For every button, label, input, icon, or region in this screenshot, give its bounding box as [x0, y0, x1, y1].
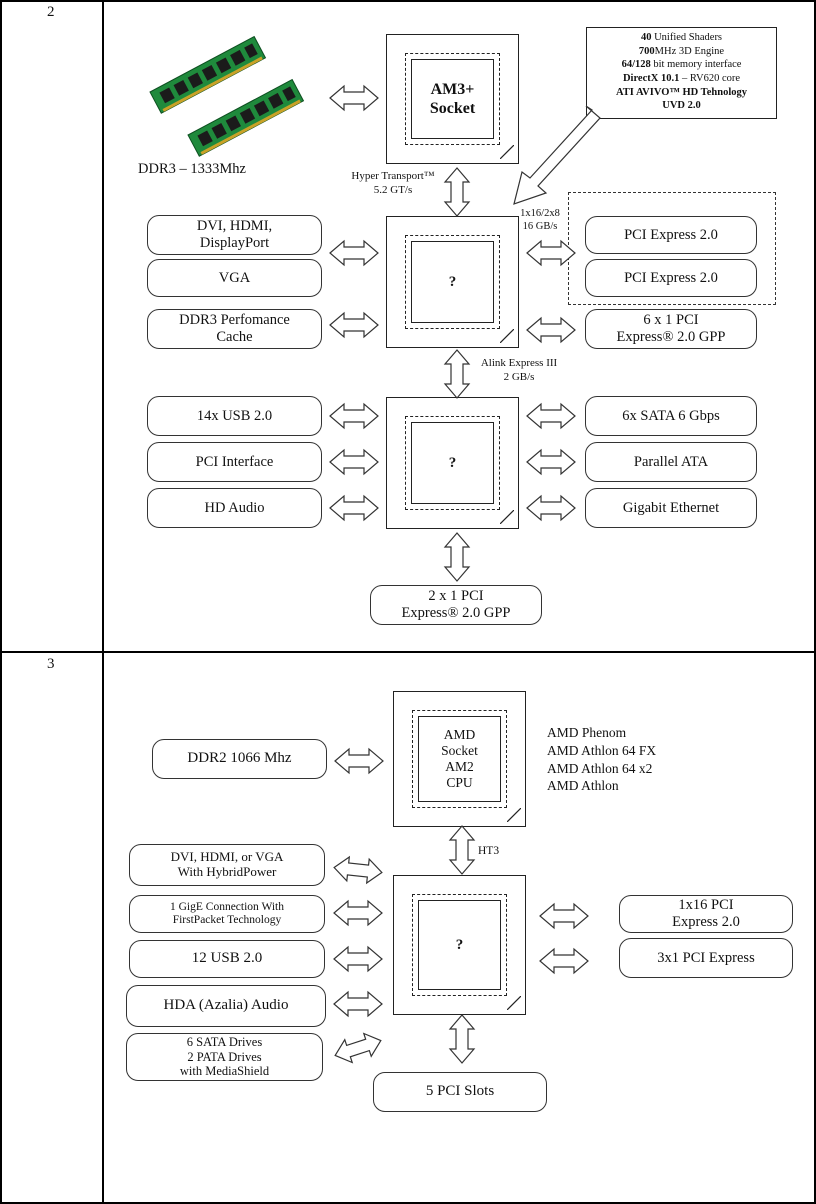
double-arrow-icon [329, 495, 379, 521]
double-arrow-icon [330, 1028, 386, 1068]
gpu-pointer-arrow-icon [513, 105, 601, 205]
double-arrow-icon [526, 317, 576, 343]
cpu-list-item: AMD Athlon 64 x2 [547, 760, 653, 776]
double-arrow-icon [449, 825, 475, 875]
gpu-spec-line: 40 Unified Shaders [640, 32, 723, 43]
double-arrow-icon [329, 403, 379, 429]
ht3-label: HT3 [478, 845, 500, 857]
pcie-gpp-box: 6 x 1 PCI Express® 2.0 GPP [585, 309, 757, 349]
double-arrow-icon [526, 449, 576, 475]
table-border-top [0, 0, 816, 2]
alink-label: Alink Express III 2 GB/s [480, 357, 558, 383]
northbridge-chip: ? [386, 216, 519, 348]
gpu-spec-line: 64/128 bit memory interface [621, 59, 742, 71]
gige-connection-box: 1 GigE Connection With FirstPacket Techn… [129, 895, 325, 933]
chipset-chip: ? [393, 875, 526, 1015]
pcie-x16-box: 1x16 PCI Express 2.0 [619, 895, 793, 933]
double-arrow-icon [526, 495, 576, 521]
double-arrow-icon [444, 167, 470, 217]
pcie-x1-box: 3x1 PCI Express [619, 938, 793, 978]
parallel-ata-box: Parallel ATA [585, 442, 757, 482]
pcie-slot-box: PCI Express 2.0 [585, 259, 757, 297]
double-arrow-icon [329, 449, 379, 475]
gpu-spec-line: UVD 2.0 [662, 100, 701, 112]
gpu-spec-line: DirectX 10.1 – RV620 core [622, 72, 741, 84]
pci-slots-box: 5 PCI Slots [373, 1072, 547, 1112]
double-arrow-icon [329, 240, 379, 266]
southbridge-chip: ? [386, 397, 519, 529]
table-row-divider [0, 651, 816, 653]
hda-audio-box: HDA (Azalia) Audio [126, 985, 326, 1027]
row-number-2: 2 [47, 4, 55, 20]
double-arrow-icon [333, 900, 383, 926]
double-arrow-icon [539, 948, 589, 974]
hd-audio-box: HD Audio [147, 488, 322, 528]
cpu-socket-label: AM3+ Socket [411, 59, 494, 139]
northbridge-label: ? [411, 241, 494, 323]
supported-cpu-list: AMD Phenom AMD Athlon 64 FX AMD Athlon 6… [547, 724, 656, 795]
ram-modules-image [149, 35, 305, 157]
double-arrow-icon [329, 85, 379, 111]
table-border-bottom [0, 1202, 816, 1204]
gpu-spec-line: ATI AVIVO™ HD Tehnology [616, 86, 747, 98]
pcie-slot-box: PCI Express 2.0 [585, 216, 757, 254]
table-border-right [814, 0, 816, 1204]
usb-box: 14x USB 2.0 [147, 396, 322, 436]
double-arrow-icon [526, 240, 576, 266]
table-column-divider [102, 0, 104, 1204]
double-arrow-icon [444, 532, 470, 582]
double-arrow-icon [334, 748, 384, 774]
double-arrow-icon [333, 946, 383, 972]
double-arrow-icon [444, 349, 470, 399]
display-outputs-box: DVI, HDMI, DisplayPort [147, 215, 322, 255]
double-arrow-icon [449, 1014, 475, 1064]
integrated-gpu-specs: 40 Unified Shaders 700MHz 3D Engine 64/1… [586, 27, 777, 119]
gigabit-ethernet-box: Gigabit Ethernet [585, 488, 757, 528]
vga-box: VGA [147, 259, 322, 297]
gpu-spec-line: 700MHz 3D Engine [638, 45, 725, 57]
table-border-left [0, 0, 2, 1204]
usb-box: 12 USB 2.0 [129, 940, 325, 978]
cpu-list-item: AMD Phenom [547, 725, 627, 740]
cpu-socket-chip: AMD Socket AM2 CPU [393, 691, 526, 827]
pcie-gpp-bottom-box: 2 x 1 PCI Express® 2.0 GPP [370, 585, 542, 625]
row-number-3: 3 [47, 656, 55, 672]
ddr3-cache-box: DDR3 Perfomance Cache [147, 309, 322, 349]
display-hybridpower-box: DVI, HDMI, or VGA With HybridPower [129, 844, 325, 886]
cpu-socket-label: AMD Socket AM2 CPU [418, 716, 501, 802]
cpu-list-item: AMD Athlon 64 FX [547, 742, 657, 758]
chipset-label: ? [418, 900, 501, 990]
storage-drives-box: 6 SATA Drives 2 PATA Drives with MediaSh… [126, 1033, 323, 1081]
hyper-transport-label: Hyper Transport™ 5.2 GT/s [351, 170, 435, 196]
double-arrow-icon [329, 312, 379, 338]
southbridge-label: ? [411, 422, 494, 504]
ddr2-memory-box: DDR2 1066 Mhz [152, 739, 327, 779]
double-arrow-icon [332, 854, 384, 886]
cpu-list-item: AMD Athlon [547, 778, 619, 794]
pcie-link-label: 1x16/2x8 16 GB/s [520, 208, 560, 233]
double-arrow-icon [333, 991, 383, 1017]
pci-interface-box: PCI Interface [147, 442, 322, 482]
sata-box: 6x SATA 6 Gbps [585, 396, 757, 436]
cpu-socket-chip: AM3+ Socket [386, 34, 519, 164]
double-arrow-icon [526, 403, 576, 429]
memory-label: DDR3 – 1333Mhz [138, 161, 246, 177]
double-arrow-icon [539, 903, 589, 929]
